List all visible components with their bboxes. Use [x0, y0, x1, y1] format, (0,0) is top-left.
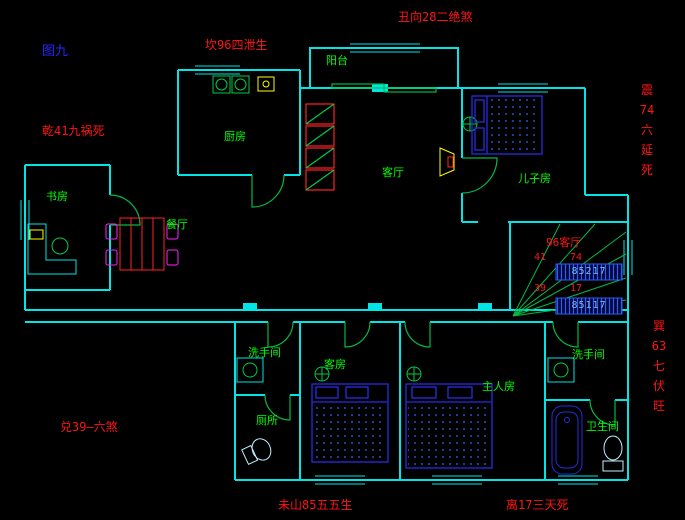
study-desk — [27, 223, 77, 275]
dining-table — [105, 217, 179, 271]
room-label-bathroom-left: 洗手间 — [248, 346, 281, 359]
stairs-number-bottom-right: 17 — [570, 283, 583, 294]
stairs-dimension-bars — [555, 263, 623, 315]
master-room-door — [404, 321, 431, 348]
bottom-room-walls — [234, 322, 628, 481]
bathtub — [551, 405, 583, 475]
room-label-guest-room: 客房 — [324, 358, 346, 371]
room-label-son-room: 儿子房 — [518, 172, 551, 185]
son-room-door — [461, 157, 498, 194]
stairs-number-top-left: 41 — [534, 252, 547, 263]
compass-label-right-upper: 震 74 六 延 死 — [639, 83, 655, 177]
windows — [20, 43, 633, 485]
compass-label-bottom-right: 离17三天死 — [506, 498, 569, 512]
kitchen-appliance — [257, 76, 275, 92]
balcony-slider-door-2 — [383, 87, 437, 93]
son-bed — [471, 95, 543, 155]
stairs-number-top-right: 74 — [570, 252, 583, 263]
bathroom-right-door — [552, 321, 579, 348]
guest-room-door — [344, 321, 371, 348]
kitchen-door — [251, 174, 285, 208]
room-label-living-room: 客厅 — [382, 166, 404, 179]
study-walls — [24, 164, 111, 310]
wall-columns — [243, 84, 492, 311]
walls — [24, 47, 629, 481]
study-door — [109, 194, 141, 226]
stairs-bar-bottom-value: 85117 — [571, 300, 607, 311]
figure-label: 图九 — [42, 44, 69, 59]
son-room-walls — [461, 87, 628, 223]
ceiling-lamp-icons — [314, 116, 478, 382]
room-label-balcony: 阳台 — [326, 54, 348, 67]
stove — [212, 75, 250, 94]
compass-label-right-lower: 巽 63 七 伏 旺 — [651, 319, 667, 413]
tv — [439, 147, 455, 177]
balcony-slider-door — [331, 83, 385, 89]
room-label-kitchen: 厨房 — [224, 130, 246, 143]
bathroom-left-door — [267, 321, 294, 348]
stairs-label: 96客厅 — [546, 236, 582, 249]
compass-label-top: 丑向28二绝煞 — [398, 10, 473, 24]
ensuite-door — [589, 399, 616, 426]
compass-label-top-left: 坎96四泄生 — [205, 38, 268, 52]
sink-left — [236, 357, 264, 383]
room-label-toilet: 厕所 — [256, 414, 278, 427]
compass-label-bottom-center: 未山85五五生 — [278, 498, 353, 512]
doors — [109, 83, 616, 426]
room-label-bathroom-right: 洗手间 — [572, 348, 605, 361]
room-label-master-room: 主人房 — [482, 380, 515, 393]
dimension-bar-top — [555, 263, 623, 281]
room-label-dining-room: 餐厅 — [166, 218, 188, 231]
toilet-door — [264, 394, 291, 421]
kitchen-walls — [177, 69, 301, 176]
room-label-study: 书房 — [46, 190, 68, 203]
compass-label-left: 乾41九祸死 — [42, 124, 105, 138]
sink-right — [547, 357, 575, 383]
toilet-fixture-ensuite — [602, 435, 624, 472]
sofa — [305, 103, 335, 191]
room-label-bathroom-ensuite: 卫生间 — [586, 420, 619, 433]
compass-label-bottom-left: 兑39—六煞 — [60, 420, 118, 434]
dimension-bar-bottom — [555, 297, 623, 315]
guest-bed — [311, 383, 389, 463]
stairs-number-bottom-left: 39 — [534, 283, 547, 294]
stairs-bar-top-value: 85217 — [571, 266, 607, 277]
toilet-fixture-left — [241, 438, 272, 465]
master-bed — [405, 383, 493, 469]
